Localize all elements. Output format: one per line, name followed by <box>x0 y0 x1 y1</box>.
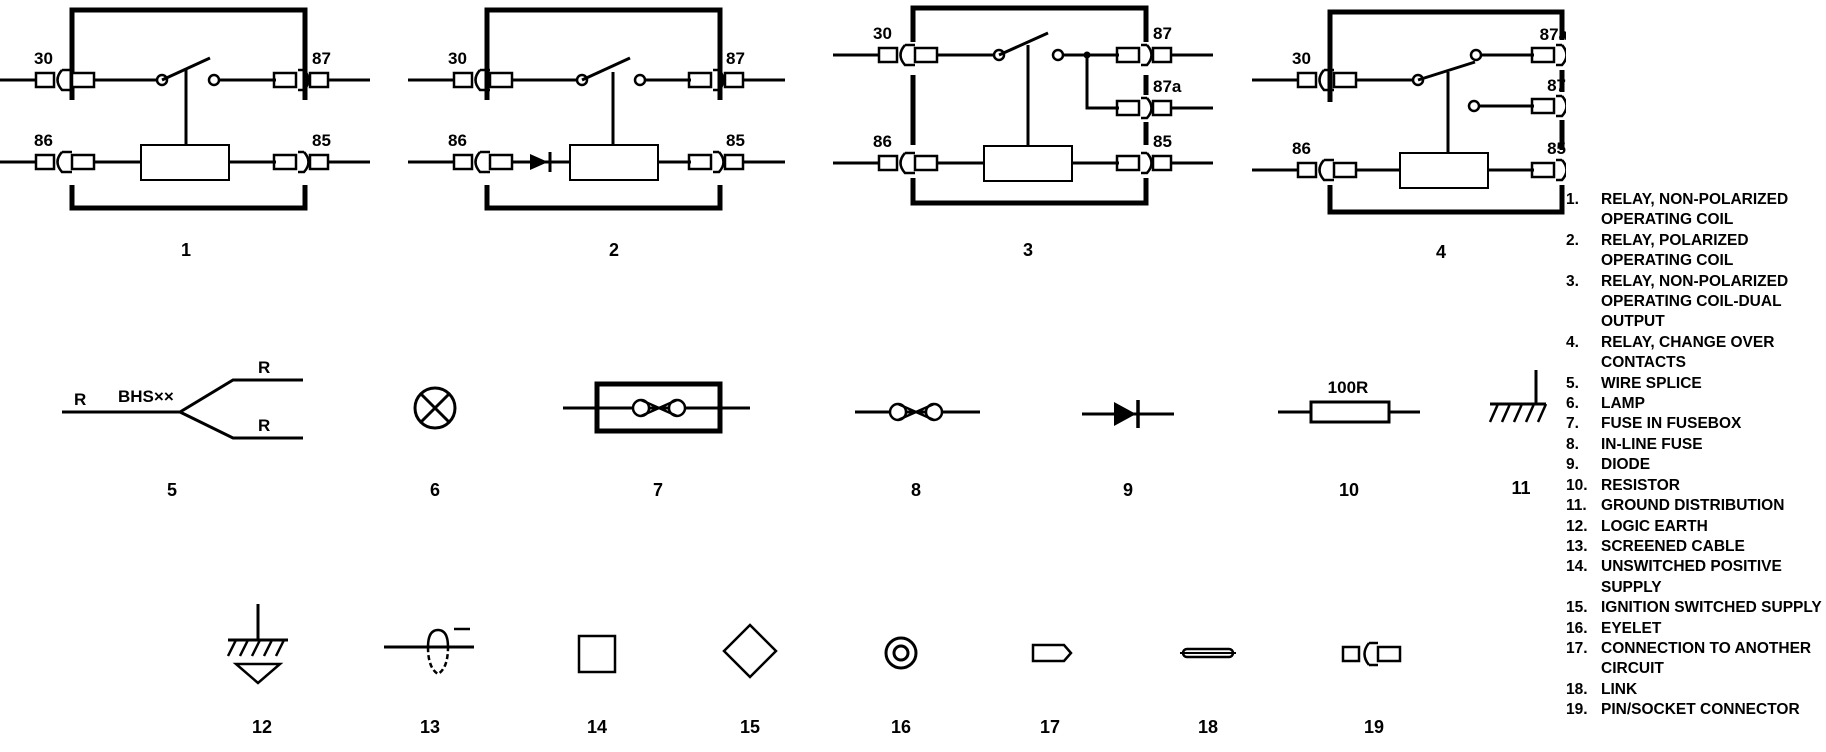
screened-cable-symbol: 13 <box>384 627 474 737</box>
relay-1-pin-30: 30 <box>34 49 53 68</box>
symbol-14-number: 14 <box>587 717 607 737</box>
relay-3-pin-85: 85 <box>1153 132 1172 151</box>
fuse-in-fusebox-symbol: 7 <box>563 381 750 500</box>
symbol-16-number: 16 <box>891 717 911 737</box>
relay-1-pin-87: 87 <box>312 49 331 68</box>
symbol-6-number: 6 <box>430 480 440 500</box>
symbol-13-number: 13 <box>420 717 440 737</box>
symbol-19-number: 19 <box>1364 717 1384 737</box>
relay-3-pin-87: 87 <box>1153 24 1172 43</box>
legend-item-17: 17.CONNECTION TO ANOTHER CIRCUIT <box>1566 639 1812 678</box>
relay-4-pin-87a: 87a <box>1540 25 1566 44</box>
legend-item-11: 11.GROUND DISTRIBUTION <box>1566 497 1785 515</box>
legend-item-6: 6.LAMP <box>1566 395 1645 413</box>
legend-item-8: 8.IN-LINE FUSE <box>1566 435 1703 453</box>
symbol-11-number: 11 <box>1511 478 1530 498</box>
relay-2: 30 87 86 85 2 <box>406 7 787 260</box>
relay-4-pin-86: 86 <box>1292 139 1311 158</box>
symbol-15-number: 15 <box>740 717 760 737</box>
relay-4-pin-87: 87 <box>1547 76 1566 95</box>
ignition-switched-supply-symbol: 15 <box>722 623 778 737</box>
resistor-value-label: 100R <box>1328 378 1369 397</box>
diode-symbol: 9 <box>1082 400 1174 500</box>
relay-4-pin-30: 30 <box>1292 49 1311 68</box>
legend-item-13: 13.SCREENED CABLE <box>1566 537 1745 555</box>
symbol-17-number: 17 <box>1040 717 1060 737</box>
relay-2-pin-30: 30 <box>448 49 467 68</box>
legend-item-12: 12.LOGIC EARTH <box>1566 517 1708 535</box>
legend-item-10: 10.RESISTOR <box>1566 476 1680 494</box>
legend: 1.RELAY, NON-POLARIZED OPERATING COIL 2.… <box>1566 190 1824 721</box>
pin-socket-connector-symbol: 19 <box>1341 641 1402 737</box>
eyelet-symbol: 16 <box>884 636 918 737</box>
relay-4: 30 87a 87 86 85 4 <box>1250 9 1566 262</box>
relay-3-pin-30: 30 <box>873 24 892 43</box>
relay-1-pin-86: 86 <box>34 131 53 150</box>
legend-item-16: 16.EYELET <box>1566 619 1662 637</box>
splice-output-wire-2-label: R <box>258 416 270 435</box>
legend-item-5: 5.WIRE SPLICE <box>1566 374 1702 392</box>
ground-distribution-symbol: 11 <box>1488 370 1548 498</box>
legend-item-7: 7.FUSE IN FUSEBOX <box>1566 415 1742 433</box>
relay-1-pin-85: 85 <box>312 131 331 150</box>
symbol-8-number: 8 <box>911 480 921 500</box>
relay-2-pin-87: 87 <box>726 49 745 68</box>
splice-output-wire-1-label: R <box>258 358 270 377</box>
legend-item-18: 18.LINK <box>1566 680 1638 698</box>
legend-item-15: 15.IGNITION SWITCHED SUPPLY <box>1566 599 1822 617</box>
relay-3-pin-86: 86 <box>873 132 892 151</box>
symbol-12-number: 12 <box>252 717 272 737</box>
legend-item-2: 2.RELAY, POLARIZED OPERATING COIL <box>1566 231 1749 270</box>
connection-to-another-circuit-symbol: 17 <box>1031 643 1073 737</box>
legend-item-1: 1.RELAY, NON-POLARIZED OPERATING COIL <box>1566 191 1789 229</box>
legend-item-3: 3.RELAY, NON-POLARIZED OPERATING COIL-DU… <box>1566 272 1789 331</box>
relay-3-pin-87a: 87a <box>1153 77 1182 96</box>
relay-4-number: 4 <box>1436 242 1446 262</box>
legend-item-19: 19.PIN/SOCKET CONNECTOR <box>1566 701 1800 719</box>
relay-3: 30 87 87a 86 85 3 <box>831 5 1215 260</box>
relay-1: 30 87 86 85 1 <box>0 7 372 260</box>
legend-item-9: 9.DIODE <box>1566 456 1651 474</box>
relay-1-number: 1 <box>181 240 191 260</box>
legend-item-4: 4.RELAY, CHANGE OVER CONTACTS <box>1566 333 1775 372</box>
symbol-9-number: 9 <box>1123 480 1133 500</box>
logic-earth-symbol: 12 <box>226 604 288 737</box>
symbol-5-number: 5 <box>167 480 177 500</box>
symbol-18-number: 18 <box>1198 717 1218 737</box>
resistor-symbol: 100R 10 <box>1278 378 1420 500</box>
relay-2-pin-86: 86 <box>448 131 467 150</box>
link-symbol: 18 <box>1180 647 1236 737</box>
relay-4-pin-85: 85 <box>1547 139 1566 158</box>
wire-splice-symbol: R BHS×× R R 5 <box>62 358 303 500</box>
relay-2-pin-85: 85 <box>726 131 745 150</box>
unswitched-positive-supply-symbol: 14 <box>577 634 617 737</box>
relay-2-number: 2 <box>609 240 619 260</box>
symbol-diagram: 30 87 86 85 1 30 87 86 85 2 <box>0 5 1566 737</box>
in-line-fuse-symbol: 8 <box>855 402 980 500</box>
splice-input-wire-label: R <box>74 390 86 409</box>
lamp-symbol: 6 <box>413 386 457 500</box>
splice-code-label: BHS×× <box>118 387 174 406</box>
legend-item-14: 14.UNSWITCHED POSITIVE SUPPLY <box>1566 558 1782 596</box>
symbol-7-number: 7 <box>653 480 663 500</box>
relay-3-number: 3 <box>1023 240 1033 260</box>
symbol-10-number: 10 <box>1339 480 1359 500</box>
